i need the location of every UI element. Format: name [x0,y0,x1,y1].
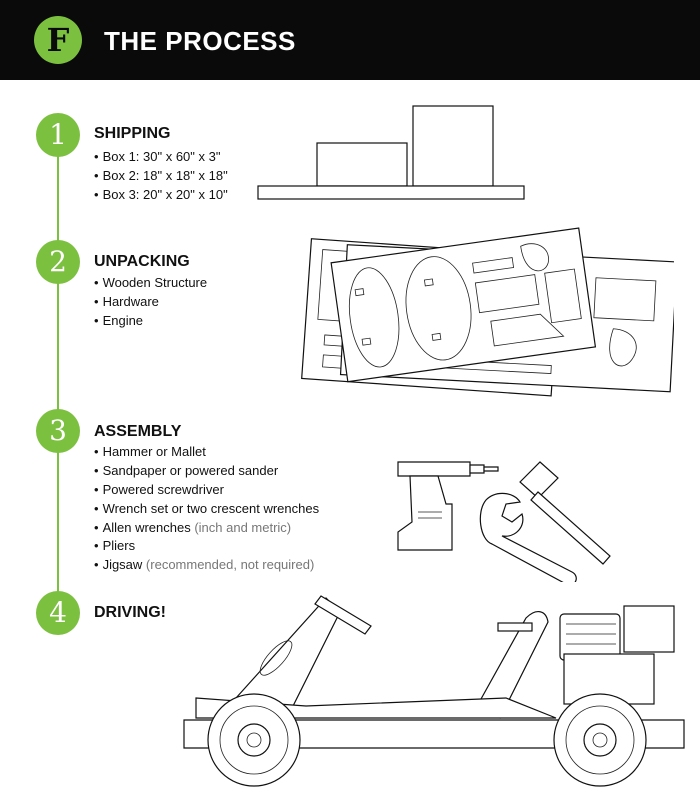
step-1-title: SHIPPING [94,125,171,142]
list-item: Box 1: 30" x 60" x 3" [94,148,228,167]
list-item: Wrench set or two crescent wrenches [94,500,320,519]
page-title: THE PROCESS [104,26,296,56]
list-item: Hammer or Mallet [94,443,319,462]
box-2 [316,142,408,187]
list-item: Powered screwdriver [94,481,319,500]
list-item: Allen wrenches (inch and metric) [94,519,319,538]
item-text: Allen wrenches [102,519,191,535]
cut-sheets-drawing [301,227,674,397]
list-item: Hardware [94,293,207,312]
step-3-list: Hammer or Mallet Sandpaper or powered sa… [94,443,320,575]
rear-wheel-icon [553,693,647,787]
item-note: (recommended, not required) [142,557,315,573]
logo-letter: F [46,21,70,59]
item-text: Jigsaw [102,557,143,573]
step-4-badge: 4 [36,591,80,635]
kart-engine [559,605,675,705]
step-2-badge: 2 [36,240,80,284]
boxes-drawing [257,105,525,200]
timeline-connector [57,135,59,615]
list-item: Jigsaw (recommended, not required) [94,556,319,575]
list-item: Box 3: 20" x 20" x 10" [94,186,228,205]
power-drill-icon [397,461,499,551]
step-2-list: Wooden Structure Hardware Engine [94,274,208,331]
item-text: Powered screwdriver [102,481,224,497]
sheet-top [330,227,597,383]
box-3 [412,105,494,187]
step-3-number: 3 [49,414,67,447]
item-text: Sandpaper or powered sander [102,462,279,478]
item-note: (inch and metric) [190,519,292,535]
step-4-title: DRIVING! [94,604,166,621]
go-kart-drawing [183,595,685,787]
list-item: Sandpaper or powered sander [94,462,319,481]
step-1-number: 1 [49,118,67,151]
list-item: Wooden Structure [94,274,208,293]
list-item: Box 2: 18" x 18" x 18" [94,167,228,186]
step-2-title: UNPACKING [94,253,190,270]
item-text: Wrench set or two crescent wrenches [102,500,320,516]
wrench-icon [479,492,577,582]
item-text: Hammer or Mallet [102,444,206,459]
front-wheel-icon [207,693,301,787]
kart-steering [475,611,549,719]
step-4-number: 4 [49,596,67,629]
step-2-number: 2 [49,245,67,278]
list-item: Engine [94,312,207,331]
step-3-title: ASSEMBLY [94,423,182,440]
step-3-badge: 3 [36,409,80,453]
brand-logo: F [34,16,82,64]
kart-seat-back [234,595,372,713]
item-text: Pliers [102,538,136,554]
step-1-list: Box 1: 30" x 60" x 3" Box 2: 18" x 18" x… [94,148,228,205]
hammer-icon [519,461,611,565]
list-item: Pliers [94,537,319,556]
step-1-badge: 1 [36,113,80,157]
header-bar: F THE PROCESS [0,0,700,80]
tools-drawing [397,461,611,582]
box-1 [257,185,525,200]
